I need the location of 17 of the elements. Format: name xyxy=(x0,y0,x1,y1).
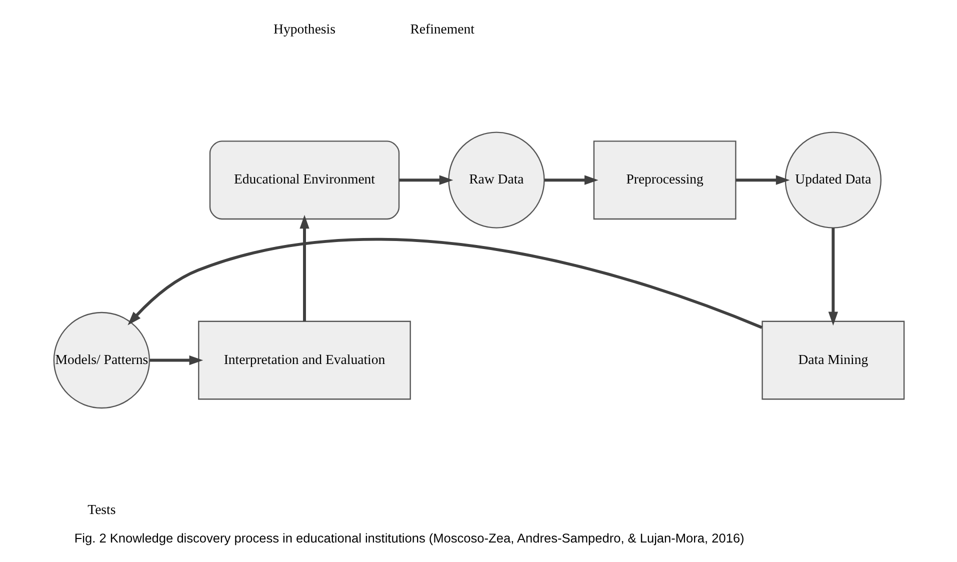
node-circle: Raw Data xyxy=(448,132,544,228)
arrow xyxy=(299,214,309,322)
label: Refinement xyxy=(410,22,474,37)
arrow xyxy=(544,175,598,185)
node-box: Preprocessing xyxy=(592,140,736,220)
arrow xyxy=(149,355,203,366)
label: Hypothesis xyxy=(273,22,335,37)
arrow xyxy=(735,175,790,185)
node-box: Interpretation and Evaluation xyxy=(198,320,410,400)
node-box: Educational Environment xyxy=(208,140,400,220)
arrow xyxy=(828,228,838,326)
label: Tests xyxy=(87,502,116,518)
arrow xyxy=(398,175,453,185)
caption: Fig. 2 Knowledge discovery process in educational institutions (Moscoso-Zea, Andres-Sampedro, & Lujan-Mora, 2016) xyxy=(74,530,744,546)
node-box: Data Mining xyxy=(761,320,904,400)
node-circle: Updated Data xyxy=(784,132,882,228)
arrow xyxy=(127,238,762,329)
